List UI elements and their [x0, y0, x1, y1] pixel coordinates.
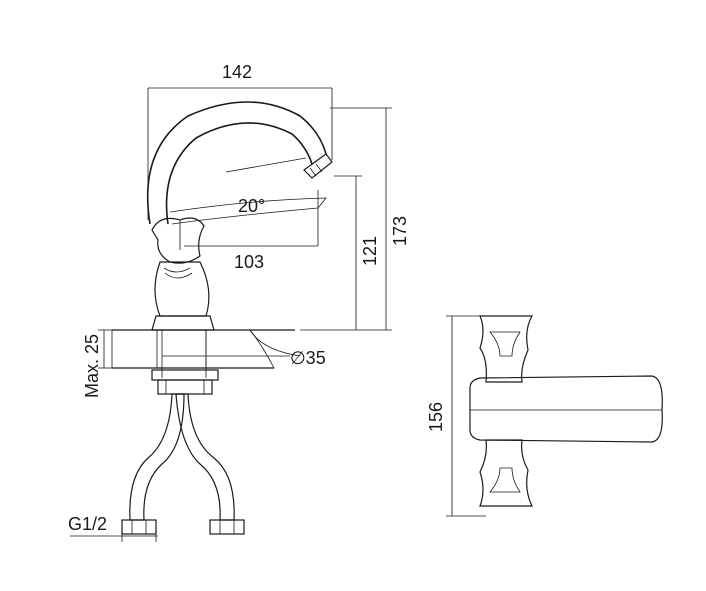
spout-nozzle [303, 153, 333, 179]
faucet-base [151, 315, 215, 331]
dimension-lines [70, 87, 392, 542]
top-handle-upper [479, 315, 534, 383]
dim-156: 156 [426, 402, 446, 432]
faucet-side-view [111, 101, 333, 535]
handle-lever [151, 217, 205, 264]
dim-142: 142 [222, 62, 252, 82]
mounting-shank [151, 330, 219, 395]
dim-173: 173 [390, 216, 410, 246]
dim-g1-2: G1/2 [68, 514, 107, 534]
faucet-body [154, 261, 210, 317]
spout [146, 101, 327, 225]
dim-103: 103 [234, 252, 264, 272]
spout-swivel-ghost [169, 197, 327, 225]
faucet-top-view [446, 315, 663, 517]
dim-20-degrees: 20° [238, 196, 265, 216]
dim-121: 121 [360, 236, 380, 266]
dim-diameter-35: ∅35 [290, 348, 326, 368]
countertop-section [111, 329, 301, 369]
flexible-hoses [121, 393, 245, 535]
top-handle-lower [479, 439, 533, 507]
dim-max-25: Max. 25 [82, 334, 102, 398]
top-spout [469, 375, 663, 443]
